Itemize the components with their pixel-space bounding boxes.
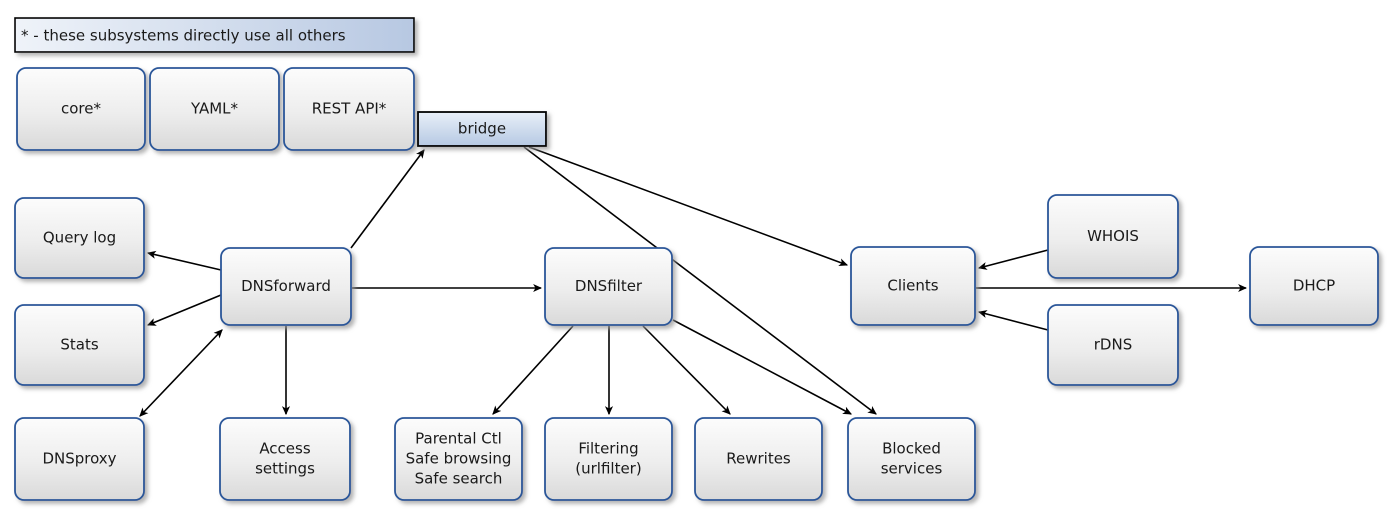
edge-dnsfilter-to-parental <box>492 325 574 415</box>
node-stats[interactable]: Stats <box>14 304 145 386</box>
node-box <box>283 67 415 151</box>
legend-text: * - these subsystems directly use all ot… <box>21 27 346 45</box>
node-box <box>16 67 146 151</box>
edge-layer <box>139 146 1248 417</box>
edge-dnsfilter-to-rewrites <box>642 325 731 415</box>
edge-dnsforward-to-bridge <box>350 149 425 249</box>
legend-layer: * - these subsystems directly use all ot… <box>14 17 415 53</box>
node-label: services <box>881 460 943 478</box>
node-dhcp[interactable]: DHCP <box>1249 246 1379 326</box>
node-box <box>544 247 673 326</box>
node-restapi[interactable]: REST API* <box>283 67 415 151</box>
node-filtering[interactable]: Filtering (urlfilter) <box>544 417 673 501</box>
node-bridge[interactable]: bridge <box>417 111 547 147</box>
node-dnsfilter[interactable]: DNSfilter <box>544 247 673 326</box>
edge-dnsforward-to-querylog <box>146 250 222 271</box>
node-box <box>1249 246 1379 326</box>
node-box <box>14 197 145 279</box>
legend-note: * - these subsystems directly use all ot… <box>14 17 415 53</box>
legend-box <box>14 17 415 53</box>
node-label: Filtering <box>578 440 638 458</box>
edge-dnsfilter-to-blocked <box>672 319 852 415</box>
node-box <box>219 417 351 501</box>
edge-whois-to-clients <box>977 249 1049 270</box>
node-core[interactable]: core* <box>16 67 146 151</box>
node-box <box>544 417 673 501</box>
node-label: Safe browsing <box>406 450 512 468</box>
node-box <box>1047 194 1179 279</box>
edge-dnsforward-to-stats <box>146 294 222 326</box>
node-box <box>417 111 547 147</box>
node-label: Rewrites <box>726 450 791 468</box>
edge-bridge-to-blocked <box>523 146 877 415</box>
node-label: settings <box>255 460 315 478</box>
node-box <box>847 417 976 501</box>
edge-dnsforward-to-dnsproxy <box>139 329 223 417</box>
node-label: core* <box>61 100 101 118</box>
node-access[interactable]: Access settings <box>219 417 351 501</box>
node-label: Query log <box>43 229 116 247</box>
node-label: Clients <box>887 277 938 295</box>
node-box <box>394 417 523 501</box>
node-label: DNSproxy <box>42 450 116 468</box>
node-label: REST API* <box>312 100 387 118</box>
node-label: rDNS <box>1094 336 1132 354</box>
node-box <box>694 417 823 501</box>
node-label: DNSfilter <box>575 277 643 295</box>
node-box <box>220 247 352 326</box>
node-label: Stats <box>60 336 98 354</box>
node-box <box>850 246 976 326</box>
edge-rdns-to-clients <box>977 310 1049 331</box>
node-dnsproxy[interactable]: DNSproxy <box>14 417 145 501</box>
node-box <box>14 417 145 501</box>
node-label: Blocked <box>882 440 941 458</box>
node-rewrites[interactable]: Rewrites <box>694 417 823 501</box>
node-label: Parental Ctl <box>415 430 502 448</box>
node-label: WHOIS <box>1087 227 1139 245</box>
node-clients[interactable]: Clients <box>850 246 976 326</box>
node-whois[interactable]: WHOIS <box>1047 194 1179 279</box>
node-box <box>149 67 280 151</box>
node-label: Access <box>259 440 311 458</box>
node-label: Safe search <box>415 470 503 488</box>
node-dnsforward[interactable]: DNSforward <box>220 247 352 326</box>
node-rdns[interactable]: rDNS <box>1047 304 1179 386</box>
node-blocked[interactable]: Blocked services <box>847 417 976 501</box>
node-label: DNSforward <box>241 277 331 295</box>
node-box <box>1047 304 1179 386</box>
node-querylog[interactable]: Query log <box>14 197 145 279</box>
edge-bridge-to-clients <box>528 146 849 267</box>
node-label: bridge <box>458 120 506 138</box>
node-label: YAML* <box>190 100 239 118</box>
node-yaml[interactable]: YAML* <box>149 67 280 151</box>
node-box <box>14 304 145 386</box>
node-label: (urlfilter) <box>575 460 641 478</box>
node-label: DHCP <box>1293 277 1335 295</box>
